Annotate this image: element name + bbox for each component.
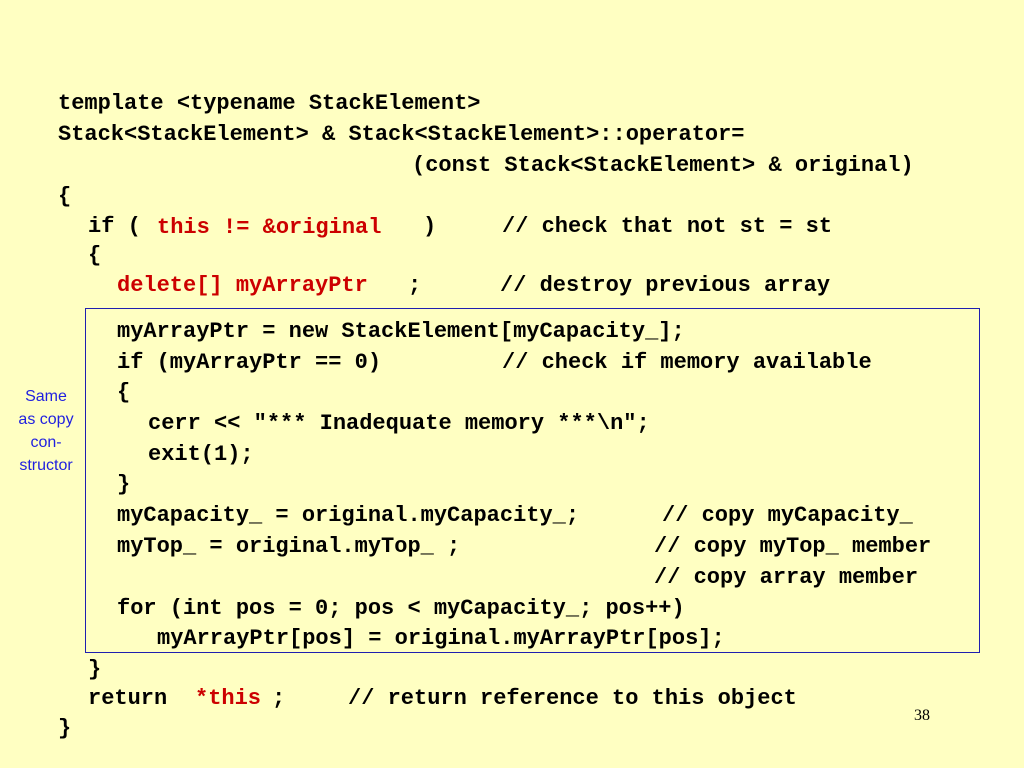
code-comment-copy-top: // copy myTop_ member bbox=[654, 534, 932, 559]
code-line-memory-check: if (myArrayPtr == 0) bbox=[117, 350, 382, 375]
code-line-return-this: *this bbox=[195, 686, 262, 711]
code-line-for-loop: for (int pos = 0; pos < myCapacity_; pos… bbox=[117, 596, 685, 621]
side-annotation-line: structor bbox=[19, 457, 73, 474]
code-comment-copy-capacity: // copy myCapacity_ bbox=[662, 503, 913, 528]
code-line-if-close-paren: ) bbox=[423, 214, 437, 239]
code-comment-memory-check: // check if memory available bbox=[502, 350, 872, 375]
code-comment-copy-array: // copy array member bbox=[654, 565, 919, 590]
side-annotation: Same as copy con- structor bbox=[8, 385, 84, 477]
code-line-inner-close-brace: } bbox=[117, 472, 131, 497]
code-line-self-check-condition: this != &original bbox=[157, 215, 382, 240]
code-line-return-semicolon: ; bbox=[272, 686, 286, 711]
code-line-allocate-array: myArrayPtr = new StackElement[myCapacity… bbox=[117, 319, 685, 344]
code-line-if-open-brace: { bbox=[88, 243, 102, 268]
code-line-if-keyword: if ( bbox=[88, 214, 141, 239]
code-comment-return: // return reference to this object bbox=[348, 686, 797, 711]
page-number: 38 bbox=[914, 707, 930, 724]
code-line-copy-element: myArrayPtr[pos] = original.myArrayPtr[po… bbox=[157, 626, 725, 651]
code-line-delete-array: delete[] myArrayPtr bbox=[117, 273, 368, 298]
code-line-if-close-brace: } bbox=[88, 657, 102, 682]
copy-constructor-code-box bbox=[85, 308, 980, 653]
side-annotation-line: Same bbox=[25, 388, 67, 405]
side-annotation-line: as copy bbox=[18, 411, 74, 428]
code-line-delete-semicolon: ; bbox=[408, 273, 422, 298]
code-line-return-keyword: return bbox=[88, 686, 168, 711]
code-line-template: template <typename StackElement> bbox=[58, 91, 481, 116]
code-line-parameter: (const Stack<StackElement> & original) bbox=[412, 153, 914, 178]
code-line-open-brace: { bbox=[58, 184, 72, 209]
code-line-copy-capacity: myCapacity_ = original.myCapacity_; bbox=[117, 503, 580, 528]
code-line-inner-open-brace: { bbox=[117, 380, 131, 405]
code-line-close-brace: } bbox=[58, 716, 72, 741]
code-comment-self-check: // check that not st = st bbox=[502, 214, 833, 239]
code-line-operator-signature: Stack<StackElement> & Stack<StackElement… bbox=[58, 122, 745, 147]
code-comment-destroy: // destroy previous array bbox=[500, 273, 831, 298]
side-annotation-line: con- bbox=[30, 434, 62, 451]
code-line-cerr: cerr << "*** Inadequate memory ***\n"; bbox=[148, 411, 650, 436]
code-line-copy-top: myTop_ = original.myTop_ ; bbox=[117, 534, 461, 559]
code-line-exit: exit(1); bbox=[148, 442, 254, 467]
